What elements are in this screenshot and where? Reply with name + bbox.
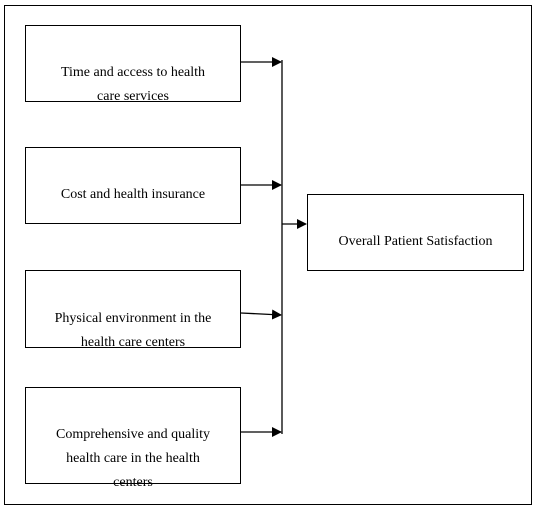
factor-label-comprehensive-quality: Comprehensive and quality health care in… [56, 427, 210, 490]
factor-label-cost-insurance: Cost and health insurance [60, 187, 206, 202]
factor-box-physical-environment: Physical environment in the health care … [25, 270, 241, 350]
factor-box-cost-insurance: Cost and health insurance [25, 147, 241, 224]
factor-label-time-access: Time and access to health care services [60, 65, 206, 104]
factor-box-comprehensive-quality: Comprehensive and quality health care in… [25, 387, 241, 490]
arrow-factor-3 [240, 309, 282, 320]
factor-label-physical-environment: Physical environment in the health care … [54, 311, 212, 350]
factor-box-time-access: Time and access to health care services [25, 25, 241, 104]
outcome-box: Overall Patient Satisfaction [307, 194, 524, 271]
outcome-label: Overall Patient Satisfaction [338, 234, 493, 249]
